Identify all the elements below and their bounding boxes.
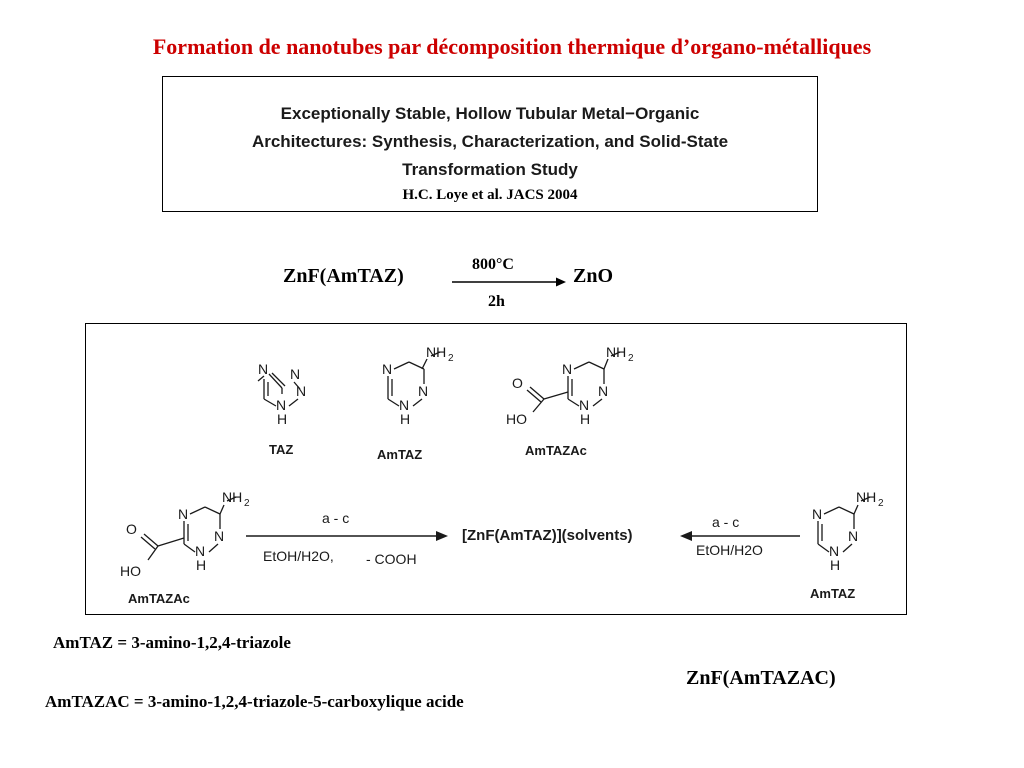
svg-text:N: N (418, 383, 428, 399)
taz-structure (257, 372, 301, 407)
svg-text:2: 2 (878, 498, 884, 509)
side-label: ZnF(AmTAZAC) (686, 667, 836, 689)
svg-text:N: N (382, 361, 392, 377)
svg-text:N: N (195, 543, 205, 559)
product-label: ZnO (573, 265, 614, 287)
svg-text:N: N (829, 543, 839, 559)
svg-text:NH: NH (856, 489, 876, 505)
svg-text:H: H (580, 411, 590, 427)
svg-text:2: 2 (628, 353, 634, 364)
scheme-structures: NN NNH NN NH NH2 NN NH NH2 OHO NN NH NH2… (120, 344, 884, 579)
amtazac-left-structure (140, 496, 237, 561)
condition-temperature: 800°C (472, 256, 514, 273)
svg-text:HO: HO (120, 563, 141, 579)
svg-text:H: H (277, 411, 287, 427)
left-reaction-arrow (246, 531, 448, 541)
svg-text:O: O (126, 521, 137, 537)
amtaz-structure (387, 351, 441, 407)
center-product: [ZnF(AmTAZ)](solvents) (462, 527, 633, 544)
definition-amtaz: AmTAZ = 3-amino-1,2,4-triazole (53, 633, 291, 652)
svg-text:N: N (399, 397, 409, 413)
svg-text:NH: NH (222, 489, 242, 505)
svg-text:N: N (214, 528, 224, 544)
svg-text:N: N (579, 397, 589, 413)
reaction-arrow (452, 277, 566, 287)
reference-title-line: Transformation Study (402, 160, 578, 179)
svg-text:H: H (400, 411, 410, 427)
reference-title-line: Exceptionally Stable, Hollow Tubular Met… (280, 104, 700, 123)
right-arrow-conditions-top: a - c (712, 514, 740, 530)
label-amtazac: AmTAZAc (525, 443, 587, 458)
left-arrow-conditions-decarboxylation: - COOH (366, 551, 417, 567)
svg-text:N: N (812, 506, 822, 522)
svg-text:2: 2 (244, 498, 250, 509)
reference-title-line: Architectures: Synthesis, Characterizati… (251, 132, 729, 151)
svg-text:H: H (830, 557, 840, 573)
svg-text:HO: HO (506, 411, 527, 427)
page-title: Formation de nanotubes par décomposition… (152, 34, 872, 59)
left-arrow-conditions-top: a - c (322, 510, 350, 526)
svg-text:H: H (196, 557, 206, 573)
svg-text:N: N (848, 528, 858, 544)
svg-text:O: O (512, 375, 523, 391)
svg-text:N: N (598, 383, 608, 399)
label-taz: TAZ (269, 442, 294, 457)
amtaz-right-structure (817, 496, 871, 553)
svg-text:N: N (562, 361, 572, 377)
svg-text:2: 2 (448, 353, 454, 364)
label-amtaz: AmTAZ (377, 447, 423, 462)
svg-text:NH: NH (606, 344, 626, 360)
right-arrow-conditions-solvent: EtOH/H2O (696, 542, 763, 558)
right-reaction-arrow (680, 531, 800, 541)
reactant-label: ZnF(AmTAZ) (283, 265, 404, 287)
amtazac-structure (526, 351, 621, 413)
svg-text:N: N (296, 383, 306, 399)
svg-text:NH: NH (426, 344, 446, 360)
reference-title: Exceptionally Stable, Hollow Tubular Met… (163, 100, 817, 184)
reference-box: Exceptionally Stable, Hollow Tubular Met… (162, 76, 818, 212)
svg-text:N: N (178, 506, 188, 522)
svg-text:N: N (258, 361, 268, 377)
definition-amtazac: AmTAZAC = 3-amino-1,2,4-triazole-5-carbo… (45, 692, 464, 711)
left-arrow-conditions-solvent: EtOH/H2O, (263, 548, 334, 564)
condition-time: 2h (488, 293, 505, 310)
svg-text:N: N (290, 366, 300, 382)
svg-text:N: N (276, 397, 286, 413)
label-amtazac-left: AmTAZAc (128, 591, 190, 606)
reference-authors: H.C. Loye et al. JACS 2004 (402, 187, 578, 203)
label-amtaz-right: AmTAZ (810, 586, 856, 601)
